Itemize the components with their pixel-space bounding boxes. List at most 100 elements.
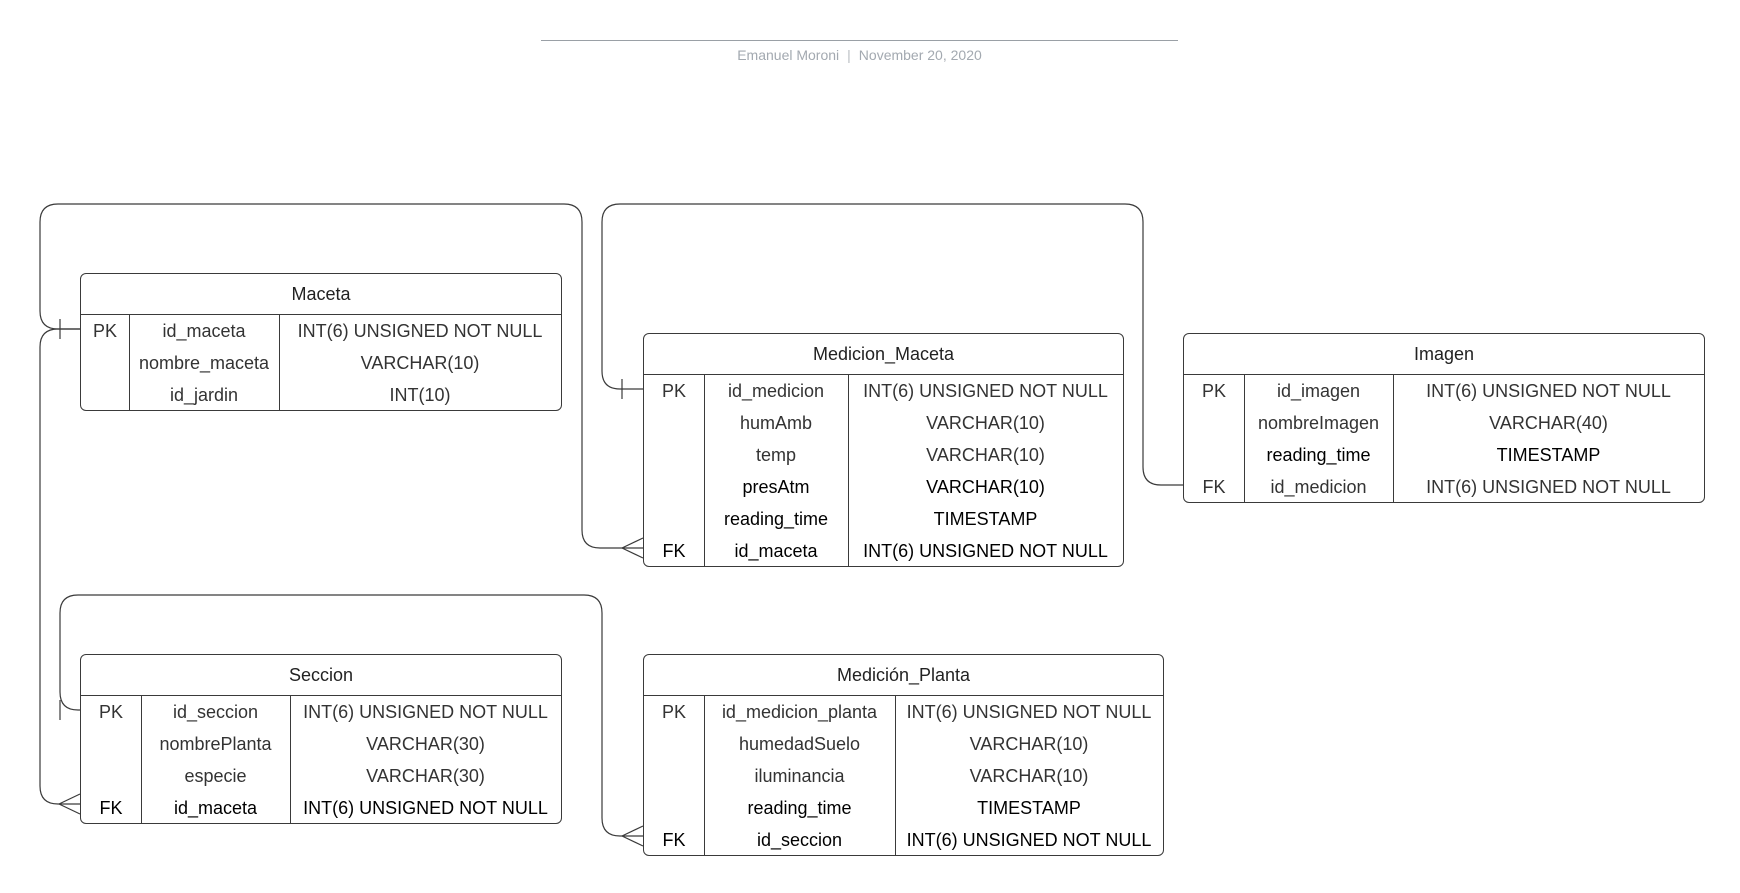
key-cell bbox=[81, 347, 129, 379]
column-name-cell: reading_time bbox=[747, 798, 852, 818]
key-cell bbox=[81, 760, 141, 792]
table-row[interactable]: reading_time TIMESTAMP bbox=[644, 792, 1163, 824]
key-cell: FK bbox=[1202, 477, 1226, 497]
table-body: PK id_seccion INT(6) UNSIGNED NOT NULL n… bbox=[81, 696, 561, 823]
column-name-cell: id_medicion bbox=[727, 381, 825, 401]
table-row[interactable]: FK id_seccion INT(6) UNSIGNED NOT NULL bbox=[644, 824, 1163, 855]
crowfoot-seccion bbox=[58, 793, 81, 815]
table-row[interactable]: humAmb VARCHAR(10) bbox=[644, 407, 1123, 439]
table-title: Maceta bbox=[81, 274, 561, 315]
key-cell bbox=[81, 379, 129, 410]
table-row[interactable]: reading_time TIMESTAMP bbox=[1184, 439, 1704, 471]
table-title: Medición_Planta bbox=[644, 655, 1163, 696]
column-type-cell: VARCHAR(10) bbox=[360, 353, 480, 373]
table-row[interactable]: PK id_medicion_planta INT(6) UNSIGNED NO… bbox=[644, 696, 1163, 728]
document-byline: Emanuel Moroni|November 20, 2020 bbox=[541, 47, 1178, 63]
connector-medicion-maceta-to-imagen bbox=[601, 203, 1183, 486]
column-type-cell: INT(6) UNSIGNED NOT NULL bbox=[303, 702, 548, 722]
key-cell: FK bbox=[662, 541, 686, 561]
column-name-cell: humedadSuelo bbox=[738, 734, 861, 754]
table-row[interactable]: id_jardin INT(10) bbox=[81, 379, 561, 410]
column-name-cell: iluminancia bbox=[754, 766, 845, 786]
column-type-cell: VARCHAR(10) bbox=[926, 413, 1045, 433]
key-cell bbox=[644, 471, 704, 503]
column-type-cell: INT(6) UNSIGNED NOT NULL bbox=[297, 321, 543, 341]
column-name-cell: nombre_maceta bbox=[138, 353, 270, 373]
table-row[interactable]: temp VARCHAR(10) bbox=[644, 439, 1123, 471]
table-title: Medicion_Maceta bbox=[644, 334, 1123, 375]
table-body: PK id_medicion_planta INT(6) UNSIGNED NO… bbox=[644, 696, 1163, 855]
column-name-cell: id_maceta bbox=[173, 798, 258, 818]
column-name-cell: presAtm bbox=[742, 477, 810, 497]
key-cell: FK bbox=[662, 830, 686, 850]
table-row[interactable]: nombreImagen VARCHAR(40) bbox=[1184, 407, 1704, 439]
column-type-cell: TIMESTAMP bbox=[977, 798, 1081, 818]
column-name-cell: reading_time bbox=[1266, 445, 1371, 465]
table-body: PK id_imagen INT(6) UNSIGNED NOT NULL no… bbox=[1184, 375, 1704, 502]
table-seccion[interactable]: Seccion PK id_seccion INT(6) UNSIGNED NO… bbox=[80, 654, 562, 824]
table-row[interactable]: nombre_maceta VARCHAR(10) bbox=[81, 347, 561, 379]
header-divider bbox=[541, 40, 1178, 41]
column-name-cell: id_maceta bbox=[734, 541, 818, 561]
column-type-cell: VARCHAR(10) bbox=[926, 477, 1045, 497]
column-name-cell: humAmb bbox=[739, 413, 813, 433]
column-name-cell: id_jardin bbox=[169, 385, 239, 405]
table-imagen[interactable]: Imagen PK id_imagen INT(6) UNSIGNED NOT … bbox=[1183, 333, 1705, 503]
table-row[interactable]: PK id_imagen INT(6) UNSIGNED NOT NULL bbox=[1184, 375, 1704, 407]
column-type-cell: VARCHAR(10) bbox=[926, 445, 1045, 465]
column-name-cell: nombrePlanta bbox=[159, 734, 272, 754]
key-cell: FK bbox=[99, 798, 123, 818]
table-body: PK id_medicion INT(6) UNSIGNED NOT NULL … bbox=[644, 375, 1123, 566]
table-row[interactable]: especie VARCHAR(30) bbox=[81, 760, 561, 792]
table-row[interactable]: PK id_medicion INT(6) UNSIGNED NOT NULL bbox=[644, 375, 1123, 407]
table-row[interactable]: FK id_maceta INT(6) UNSIGNED NOT NULL bbox=[644, 535, 1123, 566]
column-type-cell: INT(10) bbox=[389, 385, 451, 405]
table-row[interactable]: FK id_maceta INT(6) UNSIGNED NOT NULL bbox=[81, 792, 561, 823]
column-name-cell: nombreImagen bbox=[1257, 413, 1380, 433]
table-row[interactable]: PK id_seccion INT(6) UNSIGNED NOT NULL bbox=[81, 696, 561, 728]
key-cell bbox=[644, 760, 704, 792]
column-name-cell: especie bbox=[184, 766, 247, 786]
column-divider bbox=[1393, 375, 1394, 502]
column-name-cell: id_seccion bbox=[172, 702, 259, 722]
column-divider bbox=[848, 375, 849, 566]
column-name-cell: temp bbox=[755, 445, 797, 465]
key-cell: PK bbox=[661, 702, 686, 722]
table-row[interactable]: presAtm VARCHAR(10) bbox=[644, 471, 1123, 503]
column-type-cell: INT(6) UNSIGNED NOT NULL bbox=[863, 541, 1108, 561]
crowfoot-medicion-planta bbox=[621, 825, 644, 847]
connector-maceta-to-seccion bbox=[39, 328, 80, 805]
table-body: PK id_maceta INT(6) UNSIGNED NOT NULL no… bbox=[81, 315, 561, 410]
table-row[interactable]: PK id_maceta INT(6) UNSIGNED NOT NULL bbox=[81, 315, 561, 347]
column-type-cell: TIMESTAMP bbox=[1496, 445, 1601, 465]
table-medicion-maceta[interactable]: Medicion_Maceta PK id_medicion INT(6) UN… bbox=[643, 333, 1124, 567]
table-row[interactable]: humedadSuelo VARCHAR(10) bbox=[644, 728, 1163, 760]
table-row[interactable]: reading_time TIMESTAMP bbox=[644, 503, 1123, 535]
column-divider bbox=[129, 315, 130, 410]
column-type-cell: INT(6) UNSIGNED NOT NULL bbox=[303, 798, 548, 818]
column-name-cell: id_maceta bbox=[162, 321, 246, 341]
table-row[interactable]: FK id_medicion INT(6) UNSIGNED NOT NULL bbox=[1184, 471, 1704, 502]
column-type-cell: VARCHAR(30) bbox=[366, 734, 485, 754]
key-cell bbox=[644, 439, 704, 471]
column-name-cell: id_imagen bbox=[1276, 381, 1361, 401]
column-divider bbox=[279, 315, 280, 410]
table-row[interactable]: iluminancia VARCHAR(10) bbox=[644, 760, 1163, 792]
table-row[interactable]: nombrePlanta VARCHAR(30) bbox=[81, 728, 561, 760]
column-type-cell: INT(6) UNSIGNED NOT NULL bbox=[1426, 381, 1671, 401]
key-cell: PK bbox=[92, 321, 117, 341]
key-cell bbox=[644, 728, 704, 760]
column-divider bbox=[704, 375, 705, 566]
column-name-cell: id_medicion_planta bbox=[721, 702, 878, 722]
byline-separator: | bbox=[847, 47, 851, 63]
column-name-cell: id_seccion bbox=[756, 830, 843, 850]
table-medicion-planta[interactable]: Medición_Planta PK id_medicion_planta IN… bbox=[643, 654, 1164, 856]
column-name-cell: reading_time bbox=[723, 509, 829, 529]
column-type-cell: VARCHAR(10) bbox=[969, 734, 1089, 754]
table-maceta[interactable]: Maceta PK id_maceta INT(6) UNSIGNED NOT … bbox=[80, 273, 562, 411]
key-cell: PK bbox=[98, 702, 123, 722]
column-type-cell: INT(6) UNSIGNED NOT NULL bbox=[906, 702, 1152, 722]
column-divider bbox=[704, 696, 705, 855]
